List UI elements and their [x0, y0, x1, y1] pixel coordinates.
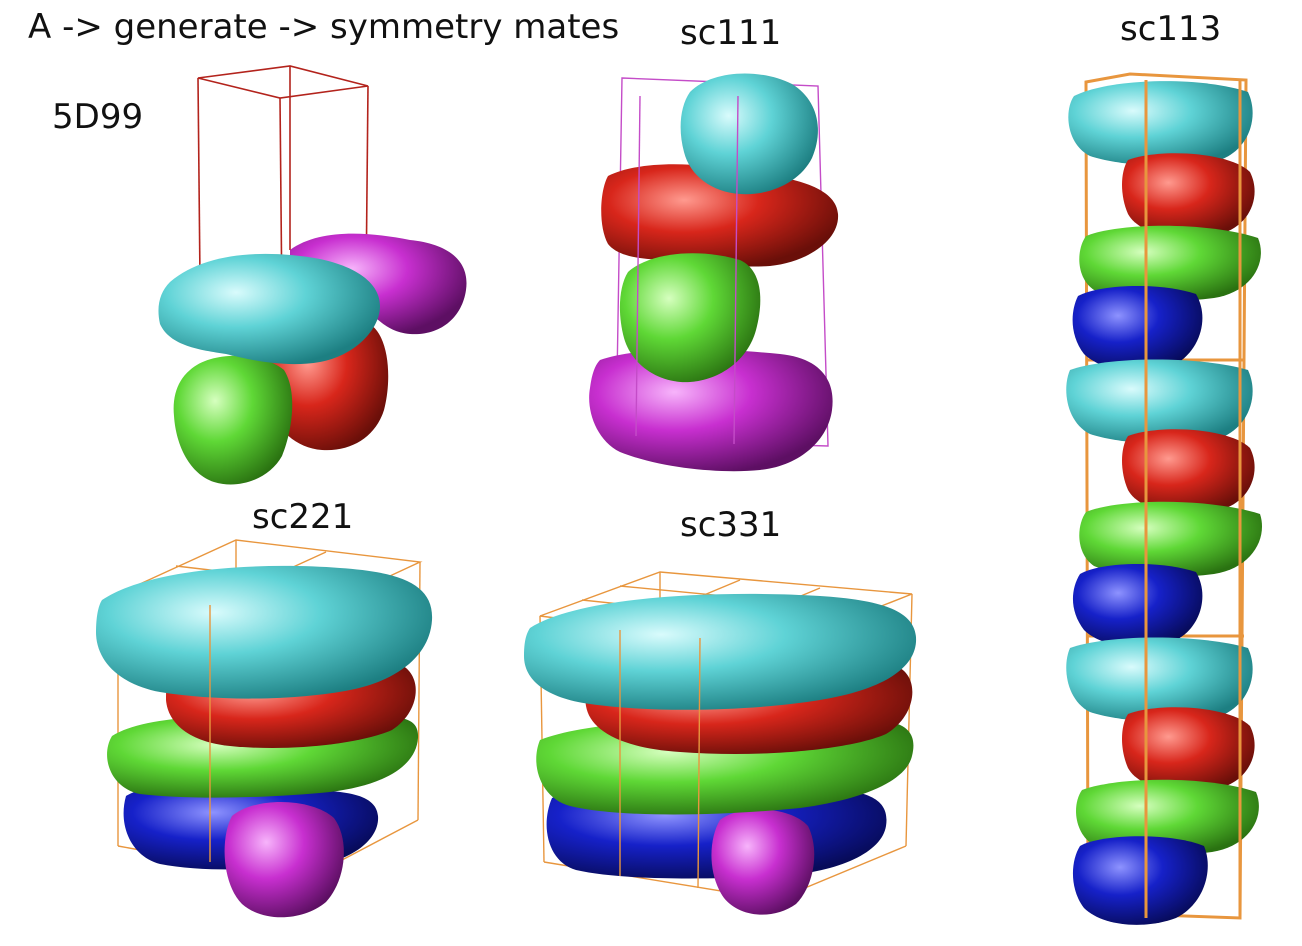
chain-green	[1079, 225, 1261, 301]
panel-label-sc221: sc221	[252, 497, 354, 537]
chain-green	[173, 355, 293, 485]
unit-cell-orange-front	[619, 630, 701, 889]
stack-unit-2	[1066, 359, 1263, 647]
chain-cyan	[1066, 637, 1253, 722]
panel-label-sc113: sc113	[1120, 9, 1222, 49]
chain-magenta	[290, 233, 467, 335]
panel-sc113	[1066, 72, 1263, 925]
chain-blue	[1072, 563, 1203, 647]
chain-red	[601, 164, 839, 267]
panel-5d99	[158, 65, 467, 485]
chain-magenta	[589, 349, 833, 472]
chain-blue	[1072, 285, 1203, 371]
panel-sc111	[589, 73, 839, 472]
layer-cyan	[96, 565, 433, 699]
chain-cyan	[1068, 81, 1253, 166]
chain-cyan	[680, 73, 818, 195]
panel-label-sc111: sc111	[680, 13, 782, 53]
panel-sc331	[524, 571, 917, 915]
panel-sc221	[96, 539, 433, 918]
unit-cell-magenta-front	[635, 95, 739, 445]
chain-green	[1076, 779, 1259, 855]
chain-red	[1122, 429, 1255, 514]
figure-title: A -> generate -> symmetry mates	[28, 7, 620, 47]
panel-label-sc331: sc331	[680, 505, 782, 545]
chain-red	[1122, 707, 1255, 792]
chain-cyan	[158, 253, 380, 365]
chain-red	[1122, 153, 1255, 238]
chain-cyan	[1066, 359, 1253, 444]
unit-cell-orange-front	[1144, 80, 1242, 918]
stack-unit-1	[1068, 81, 1261, 371]
layer-cyan	[524, 593, 917, 710]
chain-blue	[1072, 836, 1208, 925]
stack-unit-3	[1066, 637, 1259, 925]
panel-label-5d99: 5D99	[52, 97, 144, 137]
chain-green	[619, 253, 761, 383]
layer-magenta	[224, 801, 344, 918]
chain-green	[1079, 501, 1263, 577]
layer-magenta	[711, 809, 815, 915]
